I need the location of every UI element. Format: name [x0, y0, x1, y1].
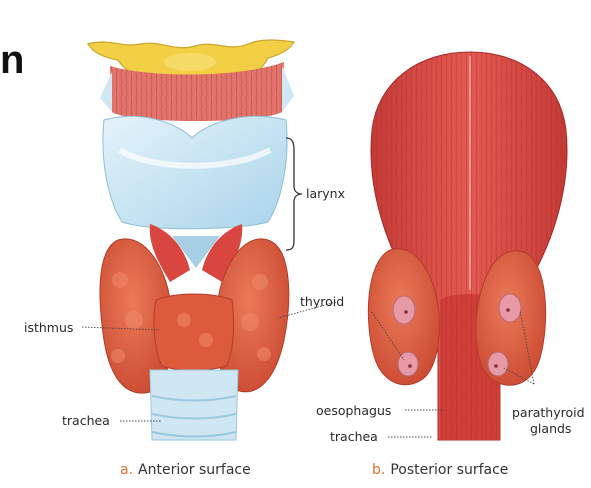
- caption-posterior-letter: b.: [372, 462, 385, 478]
- label-larynx: larynx: [306, 186, 345, 201]
- parathyroid-right-upper: [499, 294, 521, 322]
- label-trachea-anterior: trachea: [62, 413, 110, 428]
- caption-posterior-text: Posterior surface: [390, 462, 508, 478]
- label-trachea-posterior: trachea: [330, 429, 378, 444]
- label-isthmus: isthmus: [24, 320, 73, 335]
- partial-heading-glyph: n: [0, 40, 24, 80]
- larynx-bracket: [286, 138, 302, 250]
- trachea-anterior: [150, 370, 238, 440]
- caption-anterior-text: Anterior surface: [138, 462, 251, 478]
- label-oesophagus: oesophagus: [316, 403, 391, 418]
- caption-anterior-letter: a.: [120, 462, 133, 478]
- caption-anterior: a. Anterior surface: [120, 462, 251, 478]
- label-thyroid: thyroid: [300, 294, 344, 309]
- thyroid-cartilage: [103, 116, 287, 228]
- label-parathyroid-line1: parathyroid: [512, 405, 585, 420]
- label-parathyroid-line2: glands: [530, 421, 571, 436]
- caption-posterior: b. Posterior surface: [372, 462, 508, 478]
- parathyroid-left-upper: [393, 296, 415, 324]
- thyroid-isthmus: [154, 294, 234, 371]
- parathyroid-right-lower: [488, 352, 508, 376]
